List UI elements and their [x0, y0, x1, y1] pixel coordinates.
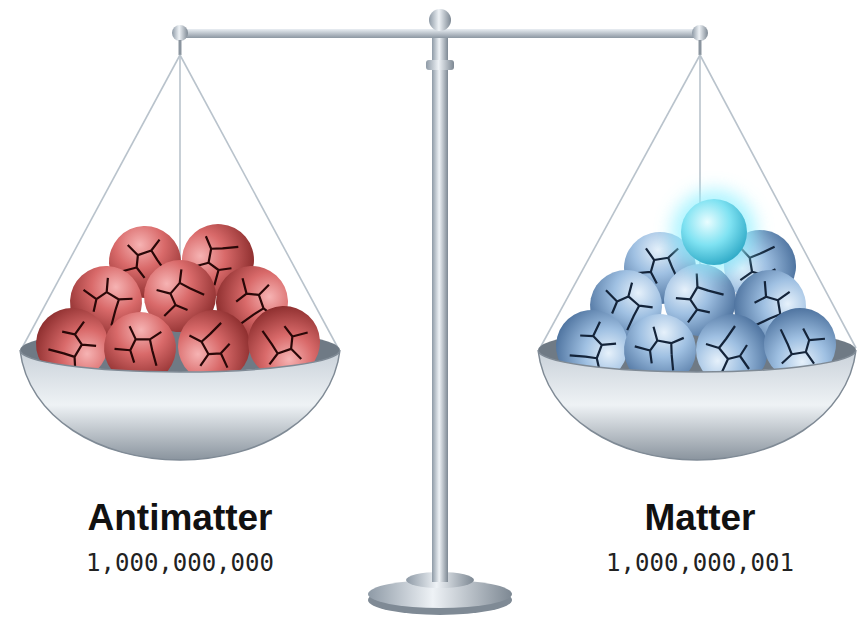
count-label: 1,000,000,000 [86, 549, 274, 577]
pan-label: Antimatter [87, 497, 272, 539]
pan-label: Matter [644, 497, 755, 539]
antimatter-pan [20, 55, 340, 460]
count-label: 1,000,000,001 [606, 549, 794, 577]
matter-pan [538, 55, 856, 460]
extra-matter-sphere [672, 190, 756, 274]
